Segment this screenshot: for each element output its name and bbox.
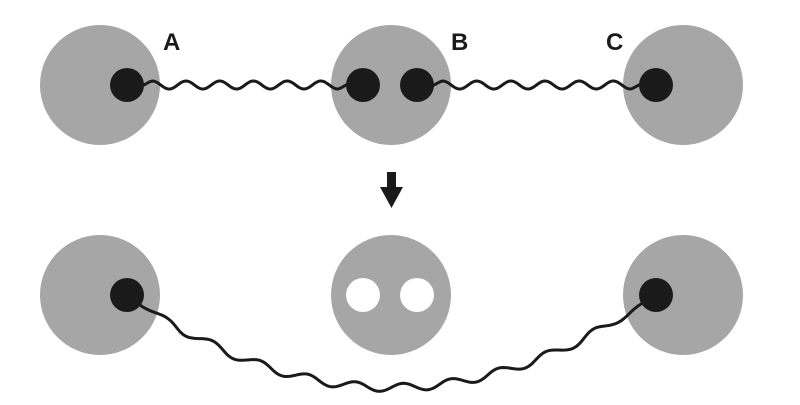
node-b-bottom-right-empty-dot bbox=[400, 278, 434, 312]
top-row: A B C bbox=[40, 25, 743, 145]
node-a-bottom-circle bbox=[40, 235, 160, 355]
node-b-right-dot bbox=[400, 68, 434, 102]
node-b-circle bbox=[331, 25, 451, 145]
label-b: B bbox=[451, 29, 468, 56]
node-c-bottom-circle bbox=[623, 235, 743, 355]
node-b-left-dot bbox=[346, 68, 380, 102]
label-c: C bbox=[606, 29, 623, 56]
label-a: A bbox=[163, 29, 180, 56]
node-b-bottom-left-empty-dot bbox=[346, 278, 380, 312]
node-c-dot bbox=[639, 68, 673, 102]
bottom-row bbox=[40, 235, 743, 393]
node-c-circle bbox=[623, 25, 743, 145]
arrow-down-icon bbox=[380, 172, 403, 208]
node-a-circle bbox=[40, 25, 160, 145]
wire-a-to-b bbox=[126, 79, 364, 91]
node-a-dot bbox=[110, 68, 144, 102]
wire-a-to-c bbox=[126, 293, 657, 393]
wire-b-to-c bbox=[416, 79, 657, 91]
node-a-bottom-dot bbox=[110, 278, 144, 312]
node-c-bottom-dot bbox=[639, 278, 673, 312]
node-b-bottom-circle bbox=[331, 235, 451, 355]
